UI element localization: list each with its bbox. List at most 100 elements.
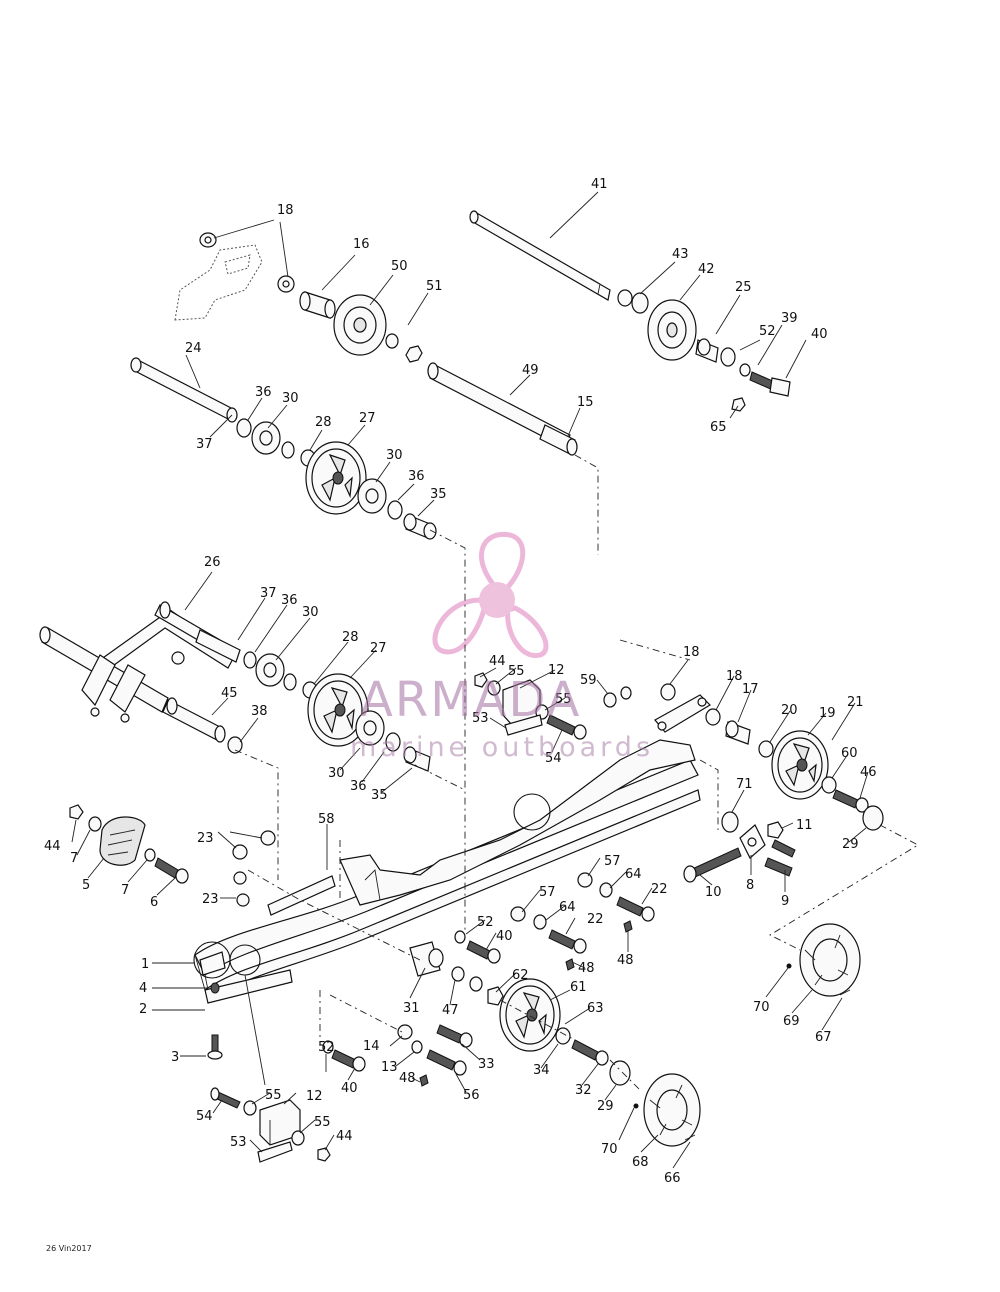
callout-label: 53 <box>472 711 489 726</box>
callout-label: 39 <box>781 311 798 326</box>
washer-13 <box>411 1040 423 1054</box>
callout-label: 25 <box>735 280 752 295</box>
callout-label: 11 <box>796 818 813 833</box>
stopper-5 <box>99 816 146 866</box>
callout-label: 44 <box>44 839 61 854</box>
ring-43 <box>617 289 633 307</box>
washer-47 <box>451 966 465 982</box>
callout-label: 7 <box>70 851 78 866</box>
callout-label: 28 <box>342 630 359 645</box>
slider-2 <box>204 969 293 1004</box>
grease-48-b <box>565 958 575 971</box>
callout-label: 38 <box>251 704 268 719</box>
callout-label: 41 <box>591 177 608 192</box>
washer-38 <box>227 736 243 754</box>
cap-29-lower <box>609 1060 631 1086</box>
shaft-37-front <box>195 629 241 663</box>
callout-label: 37 <box>196 437 213 452</box>
block-1 <box>199 951 226 976</box>
callout-label: 23 <box>197 831 214 846</box>
wheel-27-upper <box>305 441 367 515</box>
wheel-27-front <box>307 673 369 747</box>
callout-label: 30 <box>386 448 403 463</box>
bolt-54-low <box>210 1087 241 1109</box>
callout-label: 8 <box>746 878 754 893</box>
callout-label: 13 <box>381 1060 398 1075</box>
document-code: 26 Vin2017 <box>46 1244 92 1253</box>
callout-label: 52 <box>477 915 494 930</box>
washer-36-upper-b <box>387 500 403 520</box>
washer-60 <box>821 776 837 794</box>
callout-label: 56 <box>463 1088 480 1103</box>
washer-18-right-a <box>660 683 676 701</box>
callout-label: 61 <box>570 980 587 995</box>
washer-57-b <box>510 906 526 922</box>
washer-36-front <box>243 651 257 669</box>
callout-label: 53 <box>230 1135 247 1150</box>
wheel-cover-68 <box>643 1073 701 1147</box>
callout-label: 3 <box>171 1050 179 1065</box>
callout-label: 9 <box>781 894 789 909</box>
bolt-33 <box>436 1024 473 1048</box>
bolt-46 <box>832 789 869 813</box>
callout-label: 62 <box>512 968 529 983</box>
callout-label: 40 <box>811 327 828 342</box>
shock-mount-31 <box>409 941 444 977</box>
washer-47b <box>469 976 483 992</box>
callout-labels: 1 2 3 4 5 6 7 7 8 9 10 11 12 12 13 14 15… <box>44 177 877 1186</box>
washer-55-low-a <box>243 1100 257 1116</box>
link-plate-right <box>654 694 711 733</box>
callout-label: 1 <box>141 957 149 972</box>
callout-label: 18 <box>277 203 294 218</box>
washer-55-low-b <box>291 1130 305 1146</box>
nut-44-low <box>317 1147 331 1162</box>
callout-label: 6 <box>150 895 158 910</box>
callout-label: 4 <box>139 981 147 996</box>
callout-label: 5 <box>82 878 90 893</box>
bolt-54-mid <box>546 714 587 740</box>
bolt-10 <box>683 847 742 883</box>
callout-label: 49 <box>522 363 539 378</box>
callout-label: 29 <box>842 837 859 852</box>
callout-label: 70 <box>601 1142 618 1157</box>
callout-label: 64 <box>559 900 576 915</box>
nut-44-mid <box>474 672 488 688</box>
shaft-45 <box>162 697 226 743</box>
callout-label: 50 <box>391 259 408 274</box>
callout-label: 35 <box>371 788 388 803</box>
callout-label: 57 <box>604 854 621 869</box>
callout-label: 17 <box>742 682 759 697</box>
grease-48-low <box>419 1074 429 1087</box>
wheel-cover-69 <box>799 923 861 997</box>
bolt-9a <box>771 839 796 858</box>
washer-18-right-b <box>705 708 721 726</box>
callout-label: 40 <box>496 929 513 944</box>
nut-62 <box>487 986 504 1006</box>
callout-label: 55 <box>555 692 572 707</box>
bearing-51 <box>385 333 423 363</box>
callout-label: 68 <box>632 1155 649 1170</box>
axle-41 <box>469 210 611 301</box>
callout-label: 30 <box>282 391 299 406</box>
grease-48-a <box>623 920 633 933</box>
plate-58 <box>267 875 336 916</box>
bolt-22-b <box>548 929 587 954</box>
callout-label: 10 <box>705 885 722 900</box>
washer-71 <box>721 811 739 833</box>
spacer-17 <box>725 720 751 745</box>
callout-label: 19 <box>819 706 836 721</box>
propeller-logo-icon <box>432 531 549 658</box>
washer-23-d <box>236 893 250 907</box>
bolt-39 <box>749 371 791 397</box>
cap-29-upper <box>862 805 884 831</box>
bolt-40-mid <box>466 940 501 964</box>
screw-70-lower <box>633 1103 639 1109</box>
callout-label: 60 <box>841 746 858 761</box>
nut-44-left <box>69 804 84 820</box>
callout-label: 26 <box>204 555 221 570</box>
callout-label: 43 <box>672 247 689 262</box>
washer-14 <box>397 1024 413 1040</box>
washer-52-top <box>720 347 736 367</box>
callout-label: 30 <box>302 605 319 620</box>
